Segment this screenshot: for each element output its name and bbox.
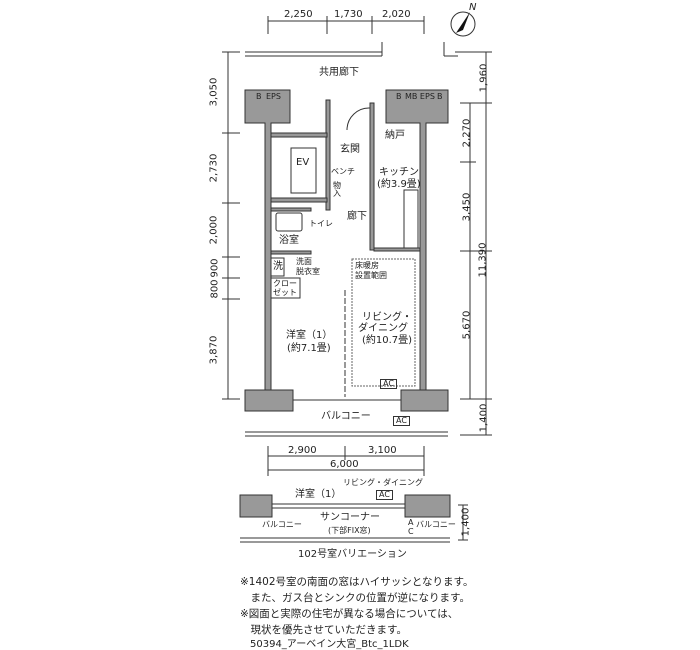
- room-nando: 納戸: [385, 130, 405, 141]
- dim-right-1: 1,960: [478, 63, 490, 93]
- dim-top-3: 2,020: [382, 9, 411, 20]
- room-toilet: トイレ: [309, 219, 333, 228]
- dim-right-3: 3,450: [461, 192, 473, 222]
- ac-unit-living: AC: [380, 379, 397, 389]
- label-b-right2: B: [437, 92, 443, 101]
- room-bath: 浴室: [279, 235, 299, 246]
- dim-right-4: 5,670: [461, 310, 473, 340]
- dim-left-1: 3,050: [208, 77, 220, 107]
- label-b-right: B: [396, 92, 402, 101]
- compass-label: N: [469, 2, 477, 13]
- dim-left-2: 2,730: [208, 153, 220, 183]
- label-b: B: [256, 92, 262, 101]
- room-genkan: 玄関: [340, 144, 360, 155]
- room-living-size: (約10.7畳): [362, 335, 413, 346]
- room-western-size: (約7.1畳): [287, 343, 331, 354]
- variation-caption: 102号室バリエーション: [298, 549, 407, 560]
- var-ac: AC: [376, 490, 393, 500]
- room-kitchen-size: (約3.9畳): [377, 179, 421, 190]
- dim-bottom-1: 2,900: [288, 445, 317, 456]
- room-living-1: リビング・: [362, 312, 412, 323]
- dim-bottom-total: 6,000: [330, 459, 359, 470]
- notes: ※1402号室の南面の窓はハイサッシとなります。 また、ガス台とシンクの位置が逆…: [240, 574, 473, 638]
- var-western: 洋室（1）: [295, 489, 342, 500]
- dim-right-2: 2,270: [461, 118, 473, 148]
- room-closet-1: クロー: [273, 279, 297, 288]
- room-washroom-2: 脱衣室: [296, 267, 320, 276]
- room-western: 洋室（1）: [286, 330, 333, 341]
- var-balcony-left: バルコニー: [262, 520, 302, 529]
- room-kitchen: キッチン: [379, 167, 419, 178]
- dim-left-4: 900: [209, 258, 221, 278]
- note-line: ※1402号室の南面の窓はハイサッシとなります。: [240, 576, 474, 588]
- dim-top-2: 1,730: [334, 9, 363, 20]
- dim-right-5: 1,400: [478, 403, 490, 433]
- var-fix-window: (下部FIX窓): [328, 526, 371, 535]
- dim-left-5: 800: [209, 279, 221, 299]
- floor-heat-1: 床暖房: [355, 261, 379, 270]
- label-mbeps: MB EPS: [405, 92, 435, 101]
- room-hallway: 廊下: [347, 211, 367, 222]
- note-line: ※図面と実際の住宅が異なる場合については、: [240, 608, 459, 620]
- dim-right-total: 11,390: [477, 242, 489, 278]
- label-bench: ベンチ: [331, 167, 355, 176]
- label-storage: 物入: [333, 181, 341, 198]
- room-corridor: 共用廊下: [319, 67, 359, 78]
- room-living-2: ダイニング: [358, 323, 408, 334]
- var-living: リビング・ダイニング: [343, 478, 423, 487]
- room-balcony: バルコニー: [321, 411, 371, 422]
- var-sun-corner: サンコーナー: [320, 512, 380, 523]
- dim-top-1: 2,250: [284, 9, 313, 20]
- ac-unit-balcony: AC: [393, 416, 410, 426]
- var-ac-1: A: [408, 518, 414, 527]
- var-ac-2: C: [408, 527, 414, 536]
- note-line: 現状を優先させていただきます。: [240, 624, 407, 636]
- label-eps: EPS: [266, 92, 281, 101]
- room-closet-2: ゼット: [273, 288, 297, 297]
- footer-code: 50394_アーベイン大宮_Btc_1LDK: [250, 639, 409, 650]
- room-ev: EV: [296, 157, 310, 168]
- dim-bottom-2: 3,100: [368, 445, 397, 456]
- var-balcony-right: バルコニー: [416, 520, 456, 529]
- dim-left-3: 2,000: [208, 215, 220, 245]
- floor-heat-2: 設置範囲: [355, 271, 387, 280]
- note-line: また、ガス台とシンクの位置が逆になります。: [240, 592, 470, 604]
- dim-left-6: 3,870: [208, 335, 220, 365]
- label-wash: 洗: [273, 261, 283, 272]
- compass-icon: [450, 11, 476, 37]
- var-dim: 1,400: [460, 507, 472, 537]
- room-washroom-1: 洗面: [296, 257, 312, 266]
